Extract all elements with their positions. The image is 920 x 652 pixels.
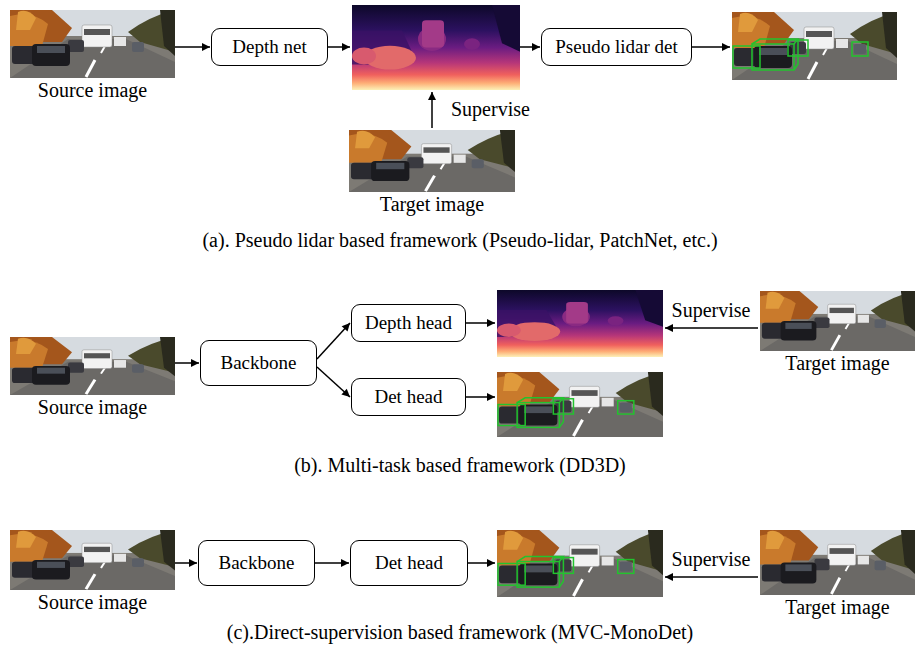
subfigure-caption: (a). Pseudo lidar based framework (Pseud… (202, 229, 717, 252)
supervise-arrow (665, 327, 758, 329)
process-box: Det head (350, 540, 468, 586)
subfigure-caption: (b). Multi-task based framework (DD3D) (294, 454, 626, 477)
node-label: Target image (380, 193, 484, 216)
image-panel: Source image (10, 10, 175, 78)
node-label: Source image (38, 591, 147, 614)
node-label: Source image (38, 396, 147, 419)
node-label: Det head (375, 553, 443, 574)
supervise-label: Supervise (451, 98, 530, 121)
arrow (520, 46, 540, 48)
node-label: Target image (785, 596, 889, 619)
process-box: Det head (351, 378, 466, 416)
detection-photo (732, 12, 897, 80)
flow-arrow (175, 362, 199, 364)
flow-arrow (317, 323, 350, 359)
supervise-label: Supervise (672, 548, 751, 571)
node-label: Depth net (232, 37, 306, 58)
source-photo (10, 530, 175, 590)
image-panel: Target image (349, 130, 515, 192)
source-photo (10, 337, 175, 395)
flow-arrow (317, 367, 350, 397)
target-photo (760, 530, 915, 595)
supervise-arrow (431, 92, 433, 128)
process-box: Depth net (211, 28, 328, 66)
node-label: Det head (374, 387, 442, 408)
detection-photo (497, 530, 663, 597)
depth-map (497, 290, 663, 357)
image-panel: Source image (10, 337, 175, 395)
depth-map (352, 5, 520, 90)
flow-arrow (175, 562, 197, 564)
arrow (692, 46, 730, 48)
flow-arrow (315, 562, 349, 564)
node-label: Pseudo lidar det (555, 37, 677, 58)
arrow (328, 46, 350, 48)
node-label: Backbone (219, 553, 295, 574)
arrow (466, 396, 495, 398)
image-panel: Target image (760, 530, 915, 595)
image-panel: Target image (760, 291, 915, 351)
flow-arrow (175, 46, 210, 48)
arrow (468, 562, 495, 564)
node-label: Backbone (221, 353, 297, 374)
image-panel: Source image (10, 530, 175, 590)
process-box: Backbone (200, 340, 317, 386)
node-label: Source image (38, 79, 147, 102)
process-box: Depth head (351, 304, 466, 342)
supervise-label: Supervise (672, 299, 751, 322)
node-label: Target image (785, 352, 889, 375)
target-photo (349, 130, 515, 192)
arrow (466, 322, 495, 324)
target-photo (760, 291, 915, 351)
process-box: Pseudo lidar det (541, 28, 692, 66)
source-photo (10, 10, 175, 78)
supervise-arrow (665, 576, 758, 578)
process-box: Backbone (198, 540, 315, 586)
detection-photo (497, 372, 663, 437)
node-label: Depth head (365, 313, 452, 334)
subfigure-caption: (c).Direct-supervision based framework (… (227, 621, 694, 644)
